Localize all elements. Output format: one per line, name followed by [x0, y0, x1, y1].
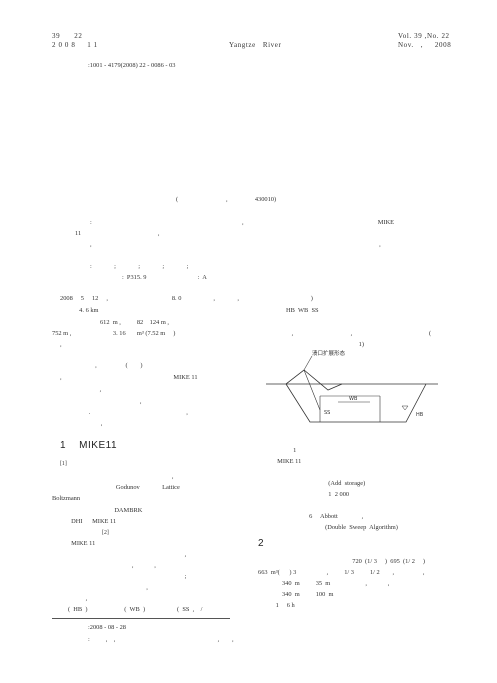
section-1-title: 1 MIKE11: [60, 440, 118, 451]
body-line: 2008 5 12 , 8. 0 , ,: [60, 295, 239, 302]
breach-cross-section-figure: 溃口扩展形态 WB SS HB: [266, 349, 438, 423]
body-line: 1): [266, 341, 364, 348]
body-line: , ( ): [60, 362, 143, 369]
keywords-line: : ; ; ; ;: [90, 263, 189, 270]
affiliation: ( , 430010): [176, 196, 277, 203]
body-line: ( HB ) ( WB ) ( SS , /: [60, 606, 203, 613]
body-line: ,: [60, 551, 187, 558]
body-line: ,: [88, 420, 103, 427]
date-en: Nov. , 2008: [398, 41, 452, 49]
body-line: DAMBRK: [60, 507, 143, 514]
citation: [2]: [60, 530, 109, 536]
body-line: Godunov Lattice: [60, 484, 180, 491]
body-line: 340 m 100 m: [258, 591, 334, 598]
body-line: Boltzmann: [52, 495, 81, 502]
received-date: :2008 - 08 - 28: [88, 624, 126, 631]
body-line: ,: [60, 341, 62, 348]
breach-outline: [285, 383, 427, 423]
article-number: :1001 - 4179(2008) 22 - 0086 - 03: [88, 62, 176, 69]
body-line: 6 Abbott ,: [266, 513, 364, 520]
body-line: 1 6 h: [258, 602, 295, 609]
abstract-line: , ,: [90, 241, 381, 248]
body-line: , MIKE 11: [60, 374, 198, 381]
body-line: ): [266, 295, 313, 302]
journal-name: Yangtze River: [229, 41, 282, 49]
body-line: 1 2 000: [266, 491, 350, 498]
body-line: 612 m , 82 124 m ,: [60, 319, 169, 326]
body-line: 752 m , 3. 16 m³ (7.52 m ): [52, 330, 176, 337]
body-line: (Double Sweep Algorithm): [266, 524, 398, 531]
year-cn: 2 0 0 8 1 1: [52, 41, 98, 49]
water-level-icon: [401, 405, 409, 411]
body-line: ,: [60, 584, 148, 591]
body-line: MIKE 11: [60, 540, 96, 547]
volume-en: Vol. 39 ,No. 22: [398, 32, 450, 40]
body-line: ,: [90, 386, 102, 393]
body-line: 1: [266, 447, 297, 454]
body-line: (Add storage): [266, 480, 366, 487]
leader-line: [303, 355, 313, 371]
ss-label: SS: [324, 410, 330, 416]
slope-line: [303, 369, 321, 411]
author-info: : , , , ,: [88, 636, 234, 643]
body-line: ,: [60, 398, 142, 405]
body-line: 340 m 35 m , ,: [258, 580, 390, 587]
abstract-line: 11 ,: [75, 230, 160, 237]
body-line: , ,: [60, 562, 156, 569]
citation: [1]: [60, 461, 67, 467]
dike-outline: [285, 369, 343, 391]
footnote-rule: [52, 618, 230, 619]
figure-label: 溃口扩展形态: [312, 349, 346, 357]
body-line: 4. 6 km: [60, 307, 99, 314]
body-line: ,: [60, 473, 174, 480]
body-line: DHI MIKE 11: [60, 518, 117, 525]
classification-line: : P315. 9 : A: [90, 274, 207, 281]
body-line: ,: [60, 595, 88, 602]
body-line: 720 (1/ 3 ) 695 (1/ 2 ): [266, 558, 426, 565]
body-line: MIKE 11: [266, 458, 302, 465]
body-line: . ,: [60, 409, 188, 416]
abstract-line: : , MIKE: [90, 219, 395, 226]
hb-label: HB: [416, 412, 424, 418]
body-line: , , (: [266, 330, 432, 337]
body-line: 663 m³( ) 3 , 1/ 3 1/ 2 , ,: [258, 569, 425, 576]
body-line: HB WB SS: [286, 307, 319, 314]
section-2-title: 2: [258, 538, 265, 549]
body-line: ;: [60, 573, 187, 580]
wb-label: WB: [349, 396, 358, 402]
volume-cn: 39 22: [52, 32, 83, 40]
